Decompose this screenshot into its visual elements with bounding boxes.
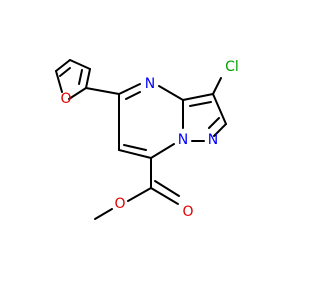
bond-n7a-c7 xyxy=(150,143,175,159)
bond-furan-c5-o xyxy=(55,70,63,93)
bond-c7-c6-inner xyxy=(123,144,147,151)
bond-c2-n1-double xyxy=(213,123,227,137)
bond-c3-c2 xyxy=(212,93,227,125)
bond-c3-cl xyxy=(212,77,222,95)
bonds xyxy=(55,59,227,220)
bond-ester-o-methyl xyxy=(94,208,113,220)
bond-c2-n1-inner xyxy=(208,117,220,129)
bond-c7-c6-double xyxy=(118,149,152,159)
pyrazole-nitrogen-label: N xyxy=(208,132,218,148)
bond-furan-to-pyrimidine xyxy=(85,87,120,95)
bond-furan-o-c2 xyxy=(68,87,87,100)
carbonyl-oxygen-label: O xyxy=(182,204,193,220)
chlorine-label: Cl xyxy=(225,59,239,75)
bond-furan-c4-c5-double xyxy=(55,59,71,72)
bond-n4-c3a xyxy=(158,85,184,101)
chemical-structure: O N N N Cl O O xyxy=(55,59,239,220)
bond-c3a-c3-inner xyxy=(189,101,212,107)
bond-furan-c3-c4 xyxy=(69,59,91,70)
furan-oxygen-label: O xyxy=(60,91,71,107)
bridge-nitrogen-label: N xyxy=(178,132,188,148)
bond-carbonyl-ester-o xyxy=(127,187,152,202)
pyrimidine-nitrogen-label: N xyxy=(145,76,155,92)
bond-c5-n4-double xyxy=(118,83,141,95)
bond-carbonyl-double-b xyxy=(154,180,180,197)
atom-labels: O N N N Cl O O xyxy=(60,59,238,220)
bond-c3a-c3-double xyxy=(182,93,214,101)
bond-c5-n4-inner xyxy=(125,91,141,100)
bond-carbonyl-double-a xyxy=(150,187,179,205)
ester-oxygen-label: O xyxy=(114,196,125,212)
bond-furan-c2-c3-double xyxy=(85,68,91,89)
bond-furan-c4-c5-inner xyxy=(59,67,71,77)
bond-furan-c2-c3-inner xyxy=(78,69,83,85)
